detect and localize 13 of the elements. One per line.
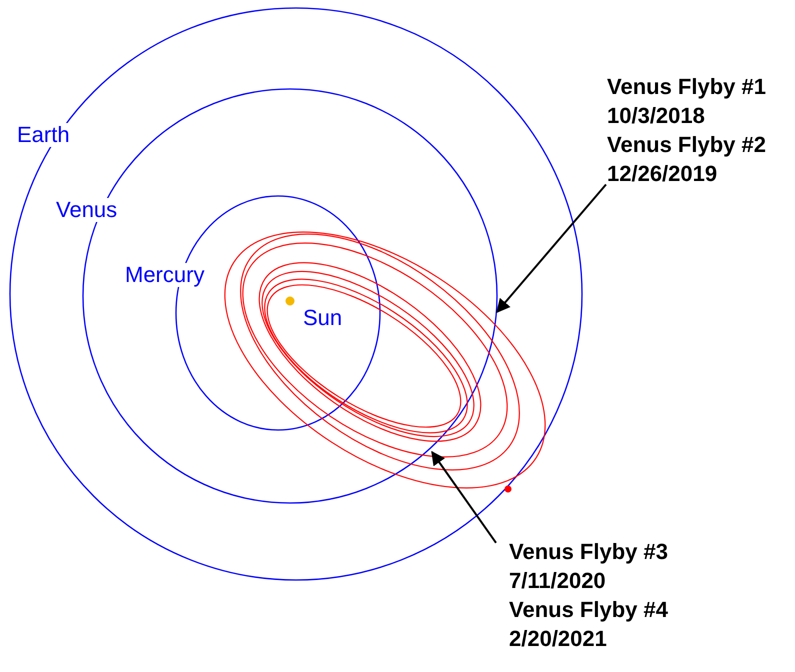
leader-line bbox=[431, 450, 497, 544]
flyby-callout-text: Venus Flyby #4 bbox=[509, 596, 668, 624]
orbit-label: Venus bbox=[55, 198, 118, 222]
flyby-callout-text: Venus Flyby #1 bbox=[607, 73, 766, 101]
leader-line bbox=[496, 184, 607, 314]
flyby-callout-text: Venus Flyby #2 bbox=[607, 131, 766, 159]
flyby-callout-text: 12/26/2019 bbox=[607, 160, 718, 188]
orbit-label: Mercury bbox=[124, 263, 206, 287]
flyby-callout-text: 10/3/2018 bbox=[607, 102, 705, 130]
orbit-label: Earth bbox=[16, 123, 71, 147]
flyby-callout-text: 2/20/2021 bbox=[509, 625, 607, 653]
flyby-callout-text: 7/11/2020 bbox=[509, 567, 606, 595]
flyby-callout-text: Venus Flyby #3 bbox=[509, 538, 668, 566]
